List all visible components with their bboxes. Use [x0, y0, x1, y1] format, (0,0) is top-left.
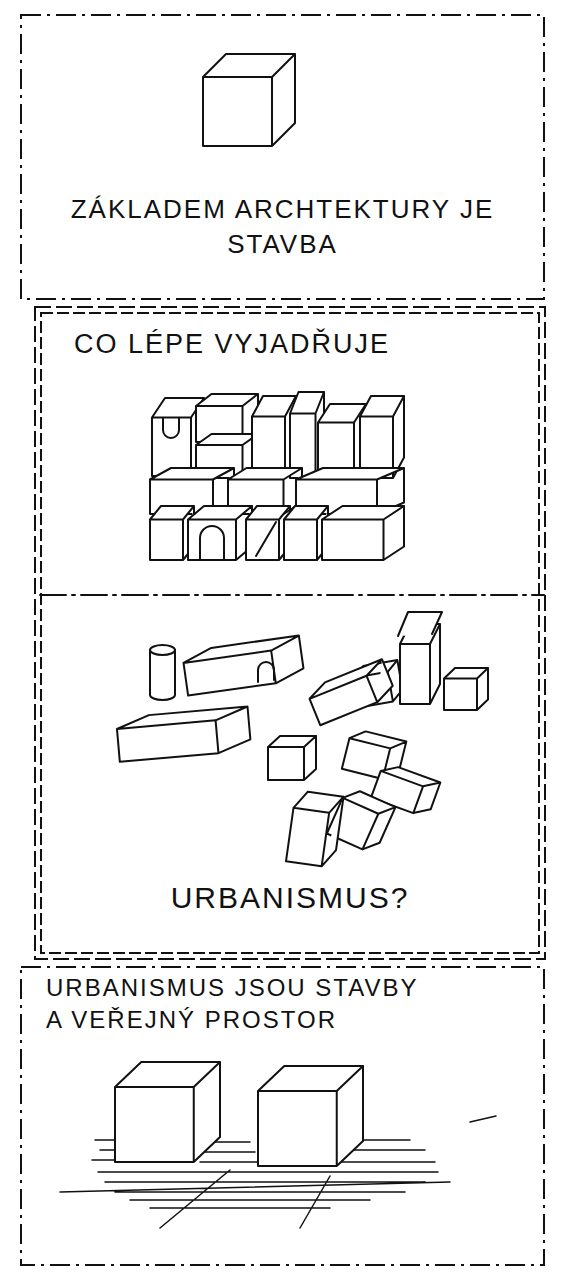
- hand-lettering: URBANISMUS?: [54, 878, 526, 919]
- sketch-panel: ZÁKLADEM ARCHTEKTURY JE STAVBA: [20, 14, 545, 300]
- hand-lettering: ZÁKLADEM ARCHTEKTURY JE STAVBA: [50, 192, 515, 262]
- roof: [398, 612, 442, 636]
- cylinder: [150, 650, 175, 700]
- panel-border-line: [21, 967, 544, 1265]
- cube: [203, 54, 295, 146]
- tower: [400, 624, 440, 704]
- block: [268, 736, 316, 780]
- block: [182, 636, 305, 696]
- arch: [258, 662, 274, 682]
- block: [360, 396, 404, 478]
- block: [322, 506, 404, 560]
- panel-border-line: [21, 15, 544, 299]
- hand-lettering: URBANISMUS JSOU STAVBY A VEŘEJNÝ PROSTOR: [46, 972, 436, 1037]
- ink-group: [40, 54, 544, 1228]
- block: [444, 668, 488, 710]
- sketch-panel: URBANISMUS JSOU STAVBY A VEŘEJNÝ PROSTOR: [20, 966, 545, 1266]
- sketch-panel: CO LÉPE VYJADŘUJE URBANISMUS?: [34, 306, 546, 960]
- cube: [115, 1062, 220, 1162]
- block: [306, 659, 396, 725]
- hand-lettering: CO LÉPE VYJADŘUJE: [74, 326, 504, 362]
- slab: [116, 706, 251, 761]
- block: [286, 790, 344, 868]
- block: [188, 506, 252, 560]
- panel-border: [34, 306, 546, 960]
- separator-line: [40, 594, 544, 596]
- cube: [258, 1066, 363, 1166]
- panel-border-line: [35, 307, 545, 959]
- arch: [200, 526, 224, 560]
- block: [318, 404, 366, 478]
- cylinder-top: [150, 645, 175, 655]
- stroke: [256, 522, 276, 556]
- panel-border-line: [41, 313, 539, 953]
- notch: [163, 418, 179, 438]
